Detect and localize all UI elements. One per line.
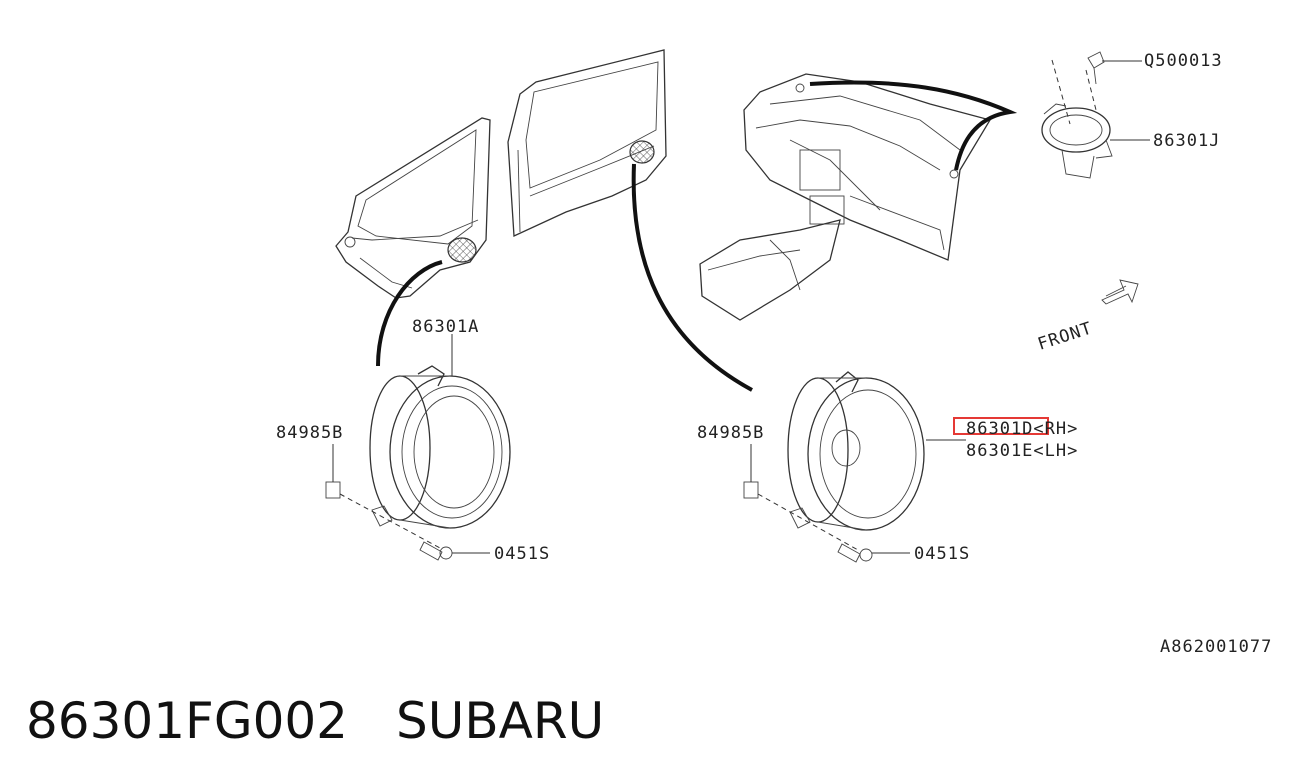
dashboard-wire	[809, 80, 1018, 171]
front-arrow-icon	[1101, 279, 1139, 305]
label-0451s-right[interactable]: 0451S	[914, 544, 970, 564]
rear-speaker	[325, 365, 511, 561]
diagram-id: A862001077	[1160, 637, 1272, 657]
label-q500013[interactable]: Q500013	[1144, 51, 1223, 71]
label-84985b-left[interactable]: 84985B	[276, 423, 343, 443]
front-door-wire	[631, 163, 753, 392]
rear-door-illustration	[335, 117, 491, 299]
label-86301j[interactable]: 86301J	[1153, 131, 1220, 151]
front-door-illustration	[507, 49, 667, 237]
label-84985b-right[interactable]: 84985B	[697, 423, 764, 443]
part-number-title: 86301FG002	[26, 692, 348, 750]
part-highlight-box	[953, 417, 1049, 435]
label-front: FRONT	[1035, 318, 1095, 354]
tweeter-speaker	[1041, 51, 1113, 179]
front-door-speaker-grille	[629, 140, 655, 164]
brand-title: SUBARU	[396, 692, 604, 750]
dashboard-illustration	[699, 73, 992, 321]
rear-door-speaker-grille	[447, 237, 477, 263]
label-86301a[interactable]: 86301A	[412, 317, 479, 337]
rear-door-wire	[376, 260, 443, 367]
front-speaker	[743, 371, 925, 563]
label-86301e-lh[interactable]: 86301E<LH>	[966, 441, 1078, 461]
label-0451s-left[interactable]: 0451S	[494, 544, 550, 564]
label-86301d-rh[interactable]: 86301D<RH>	[966, 419, 1078, 439]
